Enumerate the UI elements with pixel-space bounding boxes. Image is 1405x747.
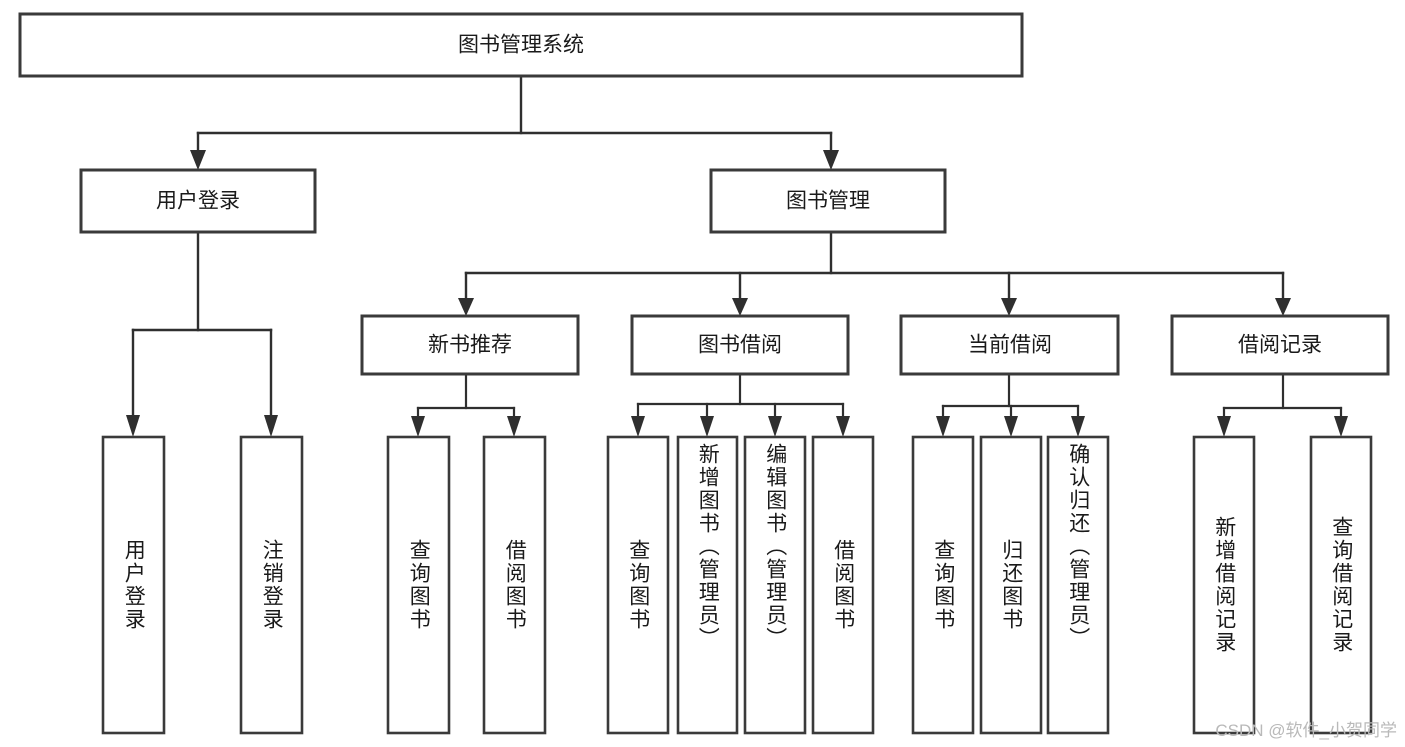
node-user-login-box[interactable] — [79, 168, 317, 234]
connector-layer — [126, 74, 1348, 437]
node-book-borrow-label: 图书借阅 — [698, 334, 782, 357]
node-book-borrow-box[interactable] — [630, 314, 850, 376]
arrow-leaf-query-book-cur — [936, 416, 950, 437]
arrow-leaf-confirm-return-admin — [1071, 416, 1085, 437]
node-borrow-record-label: 借阅记录 — [1238, 334, 1322, 357]
node-book-manage-label: 图书管理 — [786, 190, 870, 213]
arrow-leaf-add-book-admin — [700, 416, 714, 437]
arrow-leaf-user-logout — [264, 415, 278, 437]
node-new-book-recommend-box[interactable] — [360, 314, 580, 376]
leaf-edit-book-admin-box[interactable] — [743, 435, 807, 735]
arrow-to-book-borrow — [732, 298, 748, 316]
arrow-leaf-edit-book-admin — [768, 416, 782, 437]
leaf-borrow-book-rec-box[interactable] — [482, 435, 547, 735]
leaf-query-book-borrow-box[interactable] — [606, 435, 670, 735]
node-current-borrow-box[interactable] — [899, 314, 1120, 376]
node-root-box[interactable] — [18, 12, 1024, 78]
leaf-query-book-cur-box[interactable] — [911, 435, 975, 735]
arrow-to-borrow-record — [1275, 298, 1291, 316]
arrow-leaf-user-login — [126, 415, 140, 437]
leaf-user-login-box[interactable] — [101, 435, 166, 735]
arrow-leaf-borrow-book-rec — [507, 416, 521, 437]
leaf-borrow-book-box[interactable] — [811, 435, 875, 735]
arrow-to-user-login — [190, 150, 206, 170]
leaf-confirm-return-admin-box[interactable] — [1046, 435, 1110, 735]
arrow-to-book-manage — [823, 150, 839, 170]
node-borrow-record-box[interactable] — [1170, 314, 1390, 376]
leaf-query-borrow-record-box[interactable] — [1309, 435, 1373, 735]
arrow-leaf-query-book-borrow — [631, 416, 645, 437]
leaf-return-book-box[interactable] — [979, 435, 1043, 735]
node-book-manage-box[interactable] — [709, 168, 947, 234]
leaf-user-logout-box[interactable] — [239, 435, 304, 735]
leaf-add-borrow-record-box[interactable] — [1192, 435, 1256, 735]
arrow-leaf-add-borrow-record — [1217, 416, 1231, 437]
csdn-watermark: CSDN @软件_小贺同学 — [1215, 721, 1397, 740]
leaf-add-book-admin-box[interactable] — [676, 435, 739, 735]
node-root-label: 图书管理系统 — [458, 34, 584, 57]
arrow-to-current-borrow — [1001, 298, 1017, 316]
arrow-to-new-book-recommend — [458, 298, 474, 316]
arrow-leaf-query-borrow-record — [1334, 416, 1348, 437]
leaf-query-book-rec-box[interactable] — [386, 435, 451, 735]
arrow-leaf-query-book-rec — [411, 416, 425, 437]
node-current-borrow-label: 当前借阅 — [968, 334, 1052, 357]
arrow-leaf-borrow-book — [836, 416, 850, 437]
arrow-leaf-return-book — [1004, 416, 1018, 437]
node-new-book-recommend-label: 新书推荐 — [428, 334, 512, 357]
node-layer: 图书管理系统 用户登录 图书管理 新书推荐 图书借阅 当前借阅 借阅记录 — [18, 12, 1390, 735]
node-user-login-label: 用户登录 — [156, 190, 240, 213]
